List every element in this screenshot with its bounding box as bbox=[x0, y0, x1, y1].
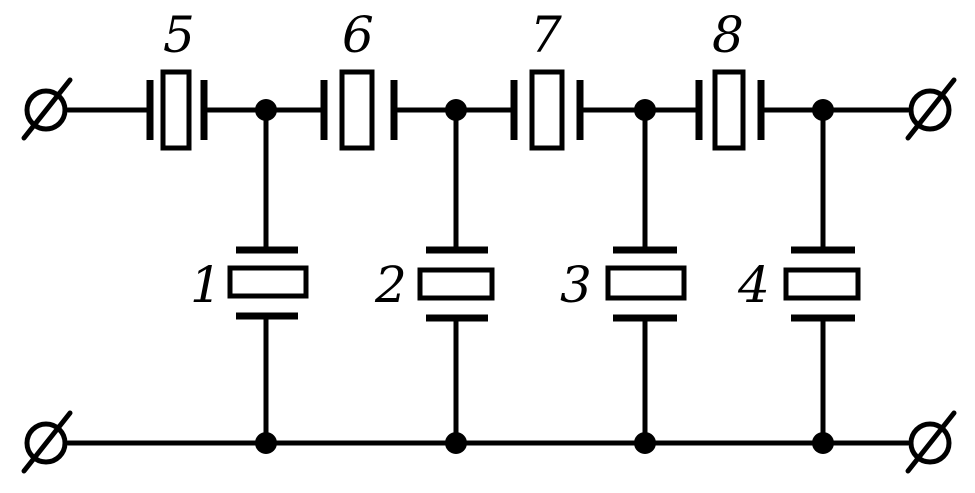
shunt-crystal-3 bbox=[605, 107, 687, 446]
series-crystal-8 bbox=[695, 69, 765, 151]
series-crystal-6 bbox=[320, 69, 398, 151]
node-top-1 bbox=[255, 99, 277, 121]
label-crystal-5: 5 bbox=[163, 6, 195, 64]
node-top-3 bbox=[634, 99, 656, 121]
node-top-2 bbox=[445, 99, 467, 121]
label-crystal-4: 4 bbox=[737, 256, 770, 314]
terminal-input-top bbox=[21, 77, 73, 141]
label-crystal-3: 3 bbox=[560, 256, 592, 314]
label-crystal-2: 2 bbox=[374, 256, 407, 314]
junction-nodes bbox=[255, 99, 834, 454]
series-crystal-5 bbox=[146, 69, 208, 151]
terminal-output-top bbox=[905, 77, 957, 141]
shunt-crystal-2 bbox=[417, 107, 495, 446]
node-bottom-3 bbox=[634, 432, 656, 454]
terminal-input-bottom bbox=[21, 410, 73, 474]
series-crystal-7 bbox=[510, 69, 584, 151]
shunt-crystal-4 bbox=[783, 107, 861, 446]
node-top-4 bbox=[812, 99, 834, 121]
label-crystal-8: 8 bbox=[712, 6, 744, 64]
node-bottom-1 bbox=[255, 432, 277, 454]
terminal-output-bottom bbox=[905, 410, 957, 474]
node-bottom-4 bbox=[812, 432, 834, 454]
node-bottom-2 bbox=[445, 432, 467, 454]
label-crystal-6: 6 bbox=[342, 6, 374, 64]
label-crystal-7: 7 bbox=[530, 6, 562, 64]
shunt-crystal-1 bbox=[227, 107, 309, 446]
label-crystal-1: 1 bbox=[190, 256, 222, 314]
